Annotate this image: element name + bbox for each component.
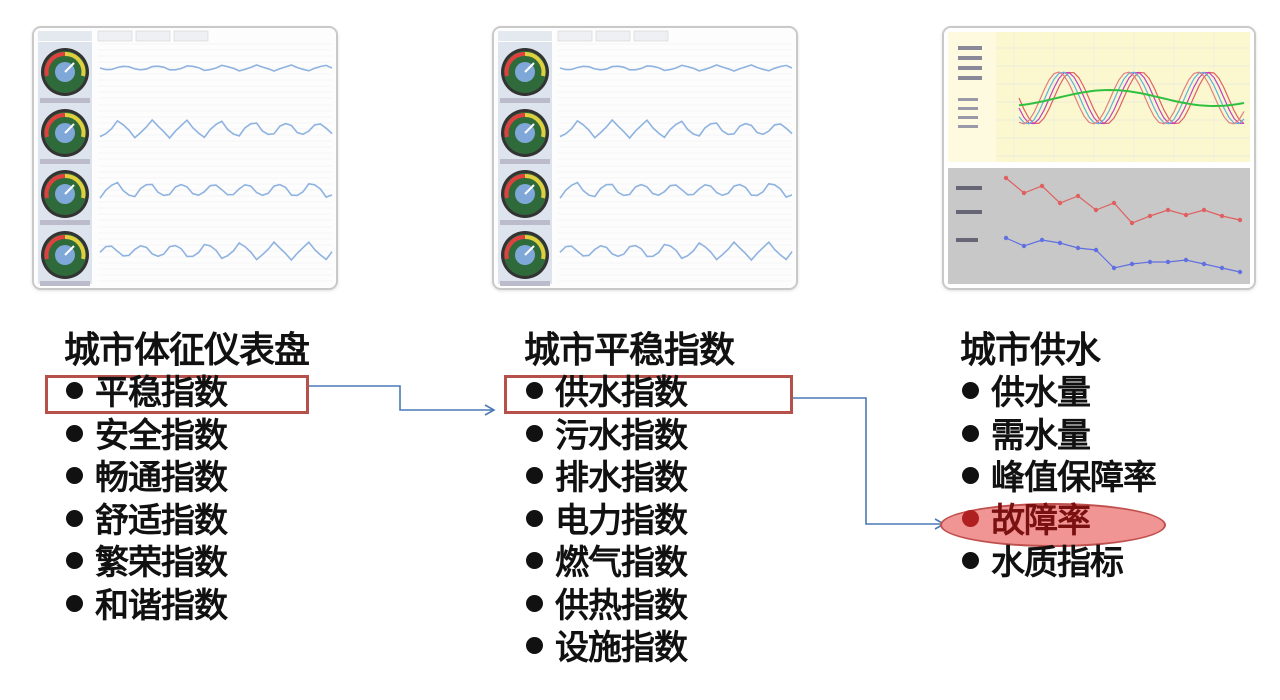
bullet-icon xyxy=(66,594,83,612)
list-item: 繁荣指数 xyxy=(64,542,309,585)
bullet-icon xyxy=(962,552,979,569)
gauge-icon xyxy=(41,170,89,218)
item-list: 供水量 需水量 峰值保障率 故障率 水质指标 xyxy=(960,372,1157,585)
gauge-icon xyxy=(501,231,549,279)
highlight-box-2 xyxy=(504,375,793,414)
list-item: 供水指数 xyxy=(524,372,734,415)
bullet-icon xyxy=(66,467,83,484)
connector-arrow-1 xyxy=(308,385,496,416)
bullet-icon xyxy=(526,509,543,527)
bullet-icon xyxy=(526,594,543,612)
gauge-icon xyxy=(501,109,549,157)
list-item: 供热指数 xyxy=(524,585,734,628)
column-title: 城市体征仪表盘 xyxy=(64,330,310,371)
list-item: 设施指数 xyxy=(524,627,734,670)
list-item: 水质指标 xyxy=(960,542,1156,585)
chart-thumbnail xyxy=(942,26,1256,290)
list-item: 需水量 xyxy=(960,415,1156,458)
bullet-icon xyxy=(66,424,83,442)
bullet-icon xyxy=(962,467,979,484)
gauge-icon xyxy=(501,48,549,96)
connector-arrow-2 xyxy=(792,397,946,530)
dashboard-thumbnail-2 xyxy=(492,26,798,290)
gauge-icon xyxy=(41,231,89,279)
bullet-icon xyxy=(526,382,543,399)
bullet-icon xyxy=(526,637,543,654)
list-item: 燃气指数 xyxy=(524,542,734,585)
bullet-icon xyxy=(526,467,543,484)
list-item: 平稳指数 xyxy=(64,372,309,415)
gauge-icon xyxy=(501,170,549,218)
bullet-icon xyxy=(526,552,543,569)
highlight-box-1 xyxy=(45,375,309,414)
column-water-supply: 城市供水 供水量 需水量 峰值保障率 故障率 水质指标 xyxy=(960,330,1157,585)
list-item-highlighted: 故障率 xyxy=(960,500,1156,543)
gauge-icon xyxy=(41,109,89,157)
dashboard-thumbnail-1 xyxy=(32,26,338,290)
list-item: 安全指数 xyxy=(64,415,309,458)
list-item: 畅通指数 xyxy=(64,457,309,500)
dashboard-gauges-image xyxy=(494,28,796,288)
list-item: 供水量 xyxy=(960,372,1156,415)
list-item: 排水指数 xyxy=(524,457,734,500)
column-dashboard: 城市体征仪表盘 平稳指数 安全指数 畅通指数 舒适指数 繁荣指数 和谐指数 xyxy=(64,330,310,627)
bullet-icon xyxy=(962,509,979,527)
column-title: 城市平稳指数 xyxy=(524,330,735,371)
bullet-icon xyxy=(962,382,979,399)
list-item: 舒适指数 xyxy=(64,500,309,543)
gauge-icon xyxy=(41,48,89,96)
bullet-icon xyxy=(66,382,83,399)
list-item: 电力指数 xyxy=(524,500,734,543)
highlight-ellipse xyxy=(940,503,1166,547)
bullet-icon xyxy=(962,424,979,442)
bullet-icon xyxy=(526,424,543,442)
item-list: 平稳指数 安全指数 畅通指数 舒适指数 繁荣指数 和谐指数 xyxy=(64,372,309,627)
water-supply-charts-image xyxy=(944,28,1254,288)
column-title: 城市供水 xyxy=(960,330,1101,371)
bullet-icon xyxy=(66,509,83,527)
column-stability-index: 城市平稳指数 供水指数 污水指数 排水指数 电力指数 燃气指数 供热指数 设施指… xyxy=(524,330,735,670)
list-item: 和谐指数 xyxy=(64,585,309,628)
dashboard-gauges-image xyxy=(34,28,336,288)
list-item: 峰值保障率 xyxy=(960,457,1157,500)
bullet-icon xyxy=(66,552,83,569)
item-list: 供水指数 污水指数 排水指数 电力指数 燃气指数 供热指数 设施指数 xyxy=(524,372,734,670)
list-item: 污水指数 xyxy=(524,415,734,458)
